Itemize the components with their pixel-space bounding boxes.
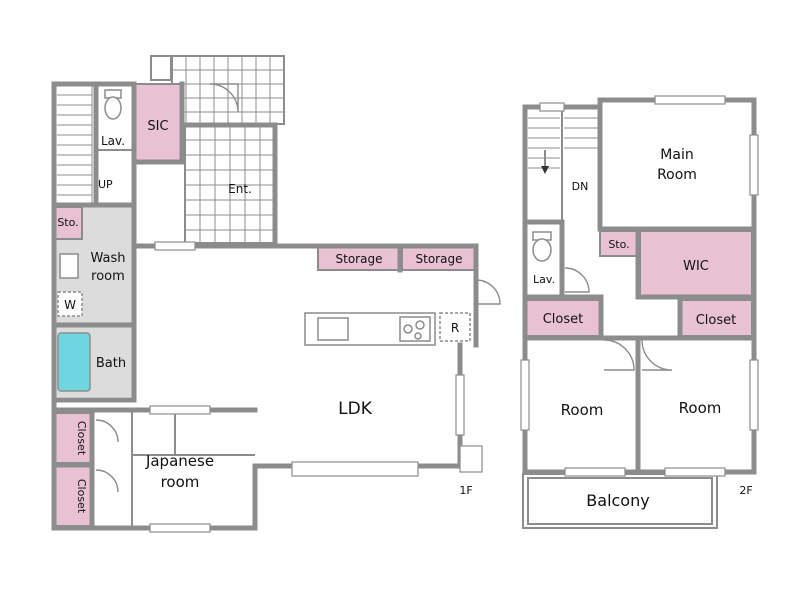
entrance-tiles — [184, 124, 276, 244]
window-jp-south — [149, 523, 211, 533]
label-bath: Bath — [96, 356, 126, 371]
window-main-room-east — [749, 134, 759, 196]
label-storage-b: Storage — [416, 252, 463, 266]
label-lav-2f: Lav. — [533, 273, 555, 286]
label-main-room-line2: Room — [657, 167, 697, 183]
window-ldk-south — [291, 461, 419, 477]
label-sic: SIC — [147, 119, 168, 134]
bathtub — [57, 332, 91, 392]
label-storage-a: Storage — [336, 252, 383, 266]
porch-box — [459, 445, 483, 473]
label-closet-a-1f: Closet — [75, 421, 88, 456]
walls-1f — [51, 81, 479, 531]
label-japanese-line1: Japanese — [145, 452, 214, 470]
window-ldk-north — [154, 241, 196, 251]
lav-door-swing — [564, 267, 590, 293]
label-fridge: R — [451, 321, 459, 335]
porch-post — [150, 55, 172, 81]
label-floor-1f: 1F — [459, 484, 472, 497]
floor-1f: SIC Lav. UP Ent. Sto. Wash room W Bath S… — [51, 55, 501, 533]
floor-2f: DN Main Room Sto. WIC Lav. Closet Closet… — [520, 95, 759, 529]
window-stairs-north — [539, 102, 565, 112]
label-lav-1f: Lav. — [101, 134, 125, 148]
toilet-1f — [104, 89, 122, 120]
label-entrance: Ent. — [228, 182, 252, 196]
entrance-door-swing — [209, 83, 239, 113]
porch-tiles — [171, 55, 285, 125]
balcony-inner — [527, 477, 713, 525]
window-room-a-south — [564, 467, 626, 477]
label-down: DN — [572, 180, 589, 193]
kitchen-counter — [304, 312, 471, 346]
label-closet-b-2f: Closet — [696, 313, 737, 328]
label-wash-line1: Wash — [90, 251, 125, 266]
stairs-1f — [57, 85, 97, 205]
window-jp-north — [149, 405, 211, 415]
label-wic: WIC — [683, 259, 709, 274]
label-ldk: LDK — [338, 399, 373, 419]
label-storage-small-1f: Sto. — [57, 216, 78, 229]
fridge — [439, 312, 471, 342]
label-up: UP — [98, 178, 113, 191]
window-room-b-south — [664, 467, 726, 477]
stairs-2f — [528, 110, 598, 220]
label-room-b: Room — [679, 399, 722, 417]
room-b-door-swing — [641, 339, 673, 371]
window-room-a-west — [520, 359, 530, 431]
sic-room — [133, 83, 183, 163]
label-closet-b-1f: Closet — [75, 479, 88, 514]
label-closet-a-2f: Closet — [543, 312, 584, 327]
label-room-a: Room — [561, 401, 604, 419]
kitchen-door-swing — [475, 279, 501, 305]
label-balcony: Balcony — [586, 491, 649, 510]
toilet-2f — [532, 231, 552, 262]
wash-basin — [59, 253, 79, 279]
label-storage-small-2f: Sto. — [608, 238, 629, 251]
label-washer: W — [64, 298, 76, 312]
window-ldk-east — [455, 374, 465, 436]
washing-machine — [57, 291, 83, 317]
room-a-door-swing — [603, 339, 635, 371]
window-main-room-north — [654, 95, 726, 105]
label-floor-2f: 2F — [739, 484, 752, 497]
window-room-b-east — [749, 359, 759, 431]
label-japanese-line2: room — [161, 473, 200, 491]
label-wash-line2: room — [91, 269, 125, 284]
japanese-door-swing — [95, 419, 119, 493]
label-main-room-line1: Main — [660, 147, 693, 163]
